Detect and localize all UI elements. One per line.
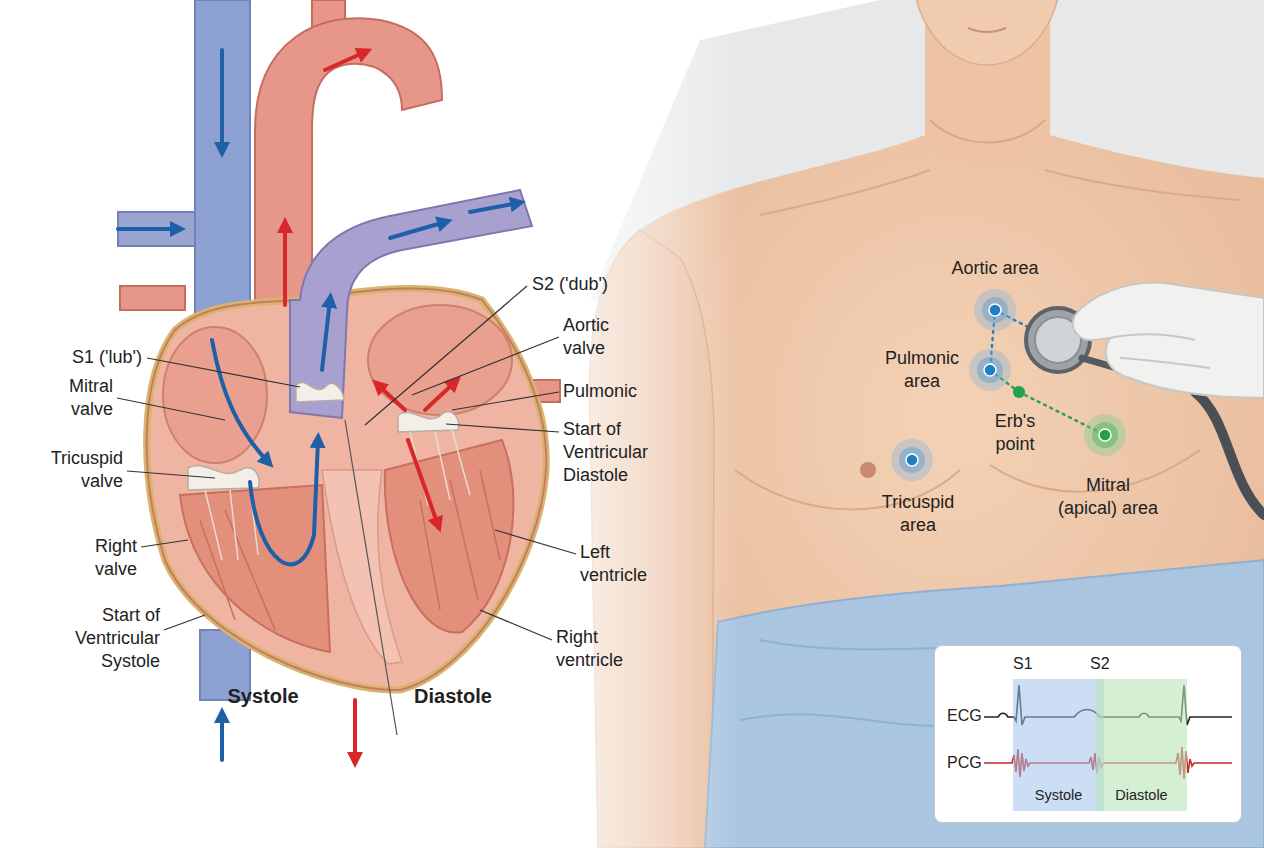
label-text: S2 ('dub') [532,273,642,296]
label-text: Left ventricle [580,541,660,587]
stethoscope-hand [1026,283,1264,515]
label-text: Aortic area [935,257,1055,280]
label-text: Mitral valve [43,375,113,421]
label-text: S1 ('lub') [52,346,142,369]
label-text: Start of Ventricular Systole [65,604,160,673]
systole-band: Systole [1013,679,1104,811]
label-text: Right ventricle [556,626,641,672]
node-text: S1 [1013,654,1033,673]
label-text: Erb's point [985,410,1045,456]
leader-lines [117,286,576,640]
label-text: Systole [218,685,308,708]
node-text: Diastole [1096,786,1187,805]
label-text: Mitral (apical) area [1056,474,1160,520]
patient-figure [540,0,1264,848]
label-text: Start of Ventricular Diastole [563,418,663,487]
waveform-inset: SystoleDiastole S1 S2ECG PCG [934,645,1242,823]
node-text: Systole [1013,786,1104,805]
label-text: Pulmonic area [881,347,963,393]
label-text: Diastole [408,685,498,708]
diastole-band: Diastole [1096,679,1187,811]
label-text: Tricuspid valve [38,447,123,493]
node-text: S2 [1090,654,1110,673]
label-text: Pulmonic [563,380,663,403]
node-text: PCG [947,753,982,772]
label-text: Right valve [77,535,137,581]
node-text: ECG [947,706,982,725]
label-text: Tricuspid area [870,491,966,537]
label-text: Aortic valve [563,314,628,360]
heart-illustration [118,0,560,760]
